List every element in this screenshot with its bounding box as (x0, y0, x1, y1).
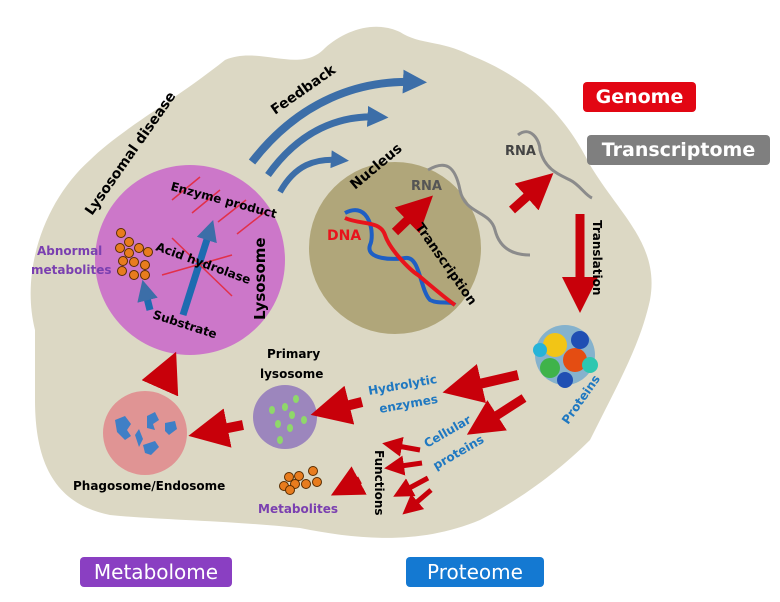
rna-outer-strand (517, 130, 593, 200)
functions-label: Functions (372, 450, 386, 516)
translation-label: Translation (590, 220, 604, 295)
transcription-arrow (391, 195, 433, 236)
primary-lysosome (253, 385, 317, 449)
dna-label: DNA (327, 228, 361, 244)
hydrolytic-to-primary-arrow (310, 385, 364, 425)
phagosome-endosome (103, 391, 187, 475)
feedback-arrow-2 (265, 105, 389, 178)
functions-arrow-4 (402, 488, 433, 515)
transcriptome-badge: Transcriptome (587, 135, 770, 165)
abnormal-metabolites-dots (115, 228, 153, 280)
lysosome (95, 165, 285, 355)
protein-structure-icon (533, 325, 598, 388)
rna-outer-label: RNA (505, 144, 536, 159)
abnormal-metabolites-label-2: metabolites (31, 263, 112, 277)
proteins-to-cellular-arrow (466, 394, 527, 435)
genome-badge: Genome (583, 82, 696, 112)
crossed-out-marks (161, 176, 266, 297)
lysosome-label: Lysosome (251, 237, 269, 320)
feedback-arrow-3 (277, 150, 349, 194)
metabolome-badge: Metabolome (80, 557, 232, 587)
phagosome-to-lysosome-arrow (141, 351, 179, 397)
proteins-to-hydrolytic-arrow (442, 363, 520, 403)
phagosome-endosome-label: Phagosome/Endosome (73, 479, 225, 493)
primary-lysosome-label-2: lysosome (260, 367, 323, 381)
functions-arrow-3 (393, 475, 430, 497)
rna-inner-label: RNA (411, 179, 442, 194)
functions-to-metabolites-arrow (330, 466, 367, 496)
feedback-arrow-1 (248, 69, 427, 165)
primary-lysosome-granules (269, 395, 307, 444)
primary-lysosome-label-1: Primary (267, 347, 320, 361)
functions-arrow-2 (384, 455, 423, 476)
export-rna-arrow (509, 173, 554, 214)
proteome-badge: Proteome (406, 557, 544, 587)
metabolites-label: Metabolites (258, 502, 338, 516)
phagosome-particles (115, 412, 177, 455)
metabolites-dots (279, 466, 322, 495)
functions-arrow-1 (382, 436, 421, 457)
substrate-to-product-arrow (179, 219, 217, 317)
abnormal-metabolites-label-1: Abnormal (37, 244, 102, 258)
rna-inner-strand (427, 163, 531, 257)
dna-helix (344, 208, 457, 307)
primary-to-phagosome-arrow (188, 408, 244, 448)
nucleus (309, 162, 481, 334)
substrate-to-metabolites-arrow (137, 279, 158, 311)
